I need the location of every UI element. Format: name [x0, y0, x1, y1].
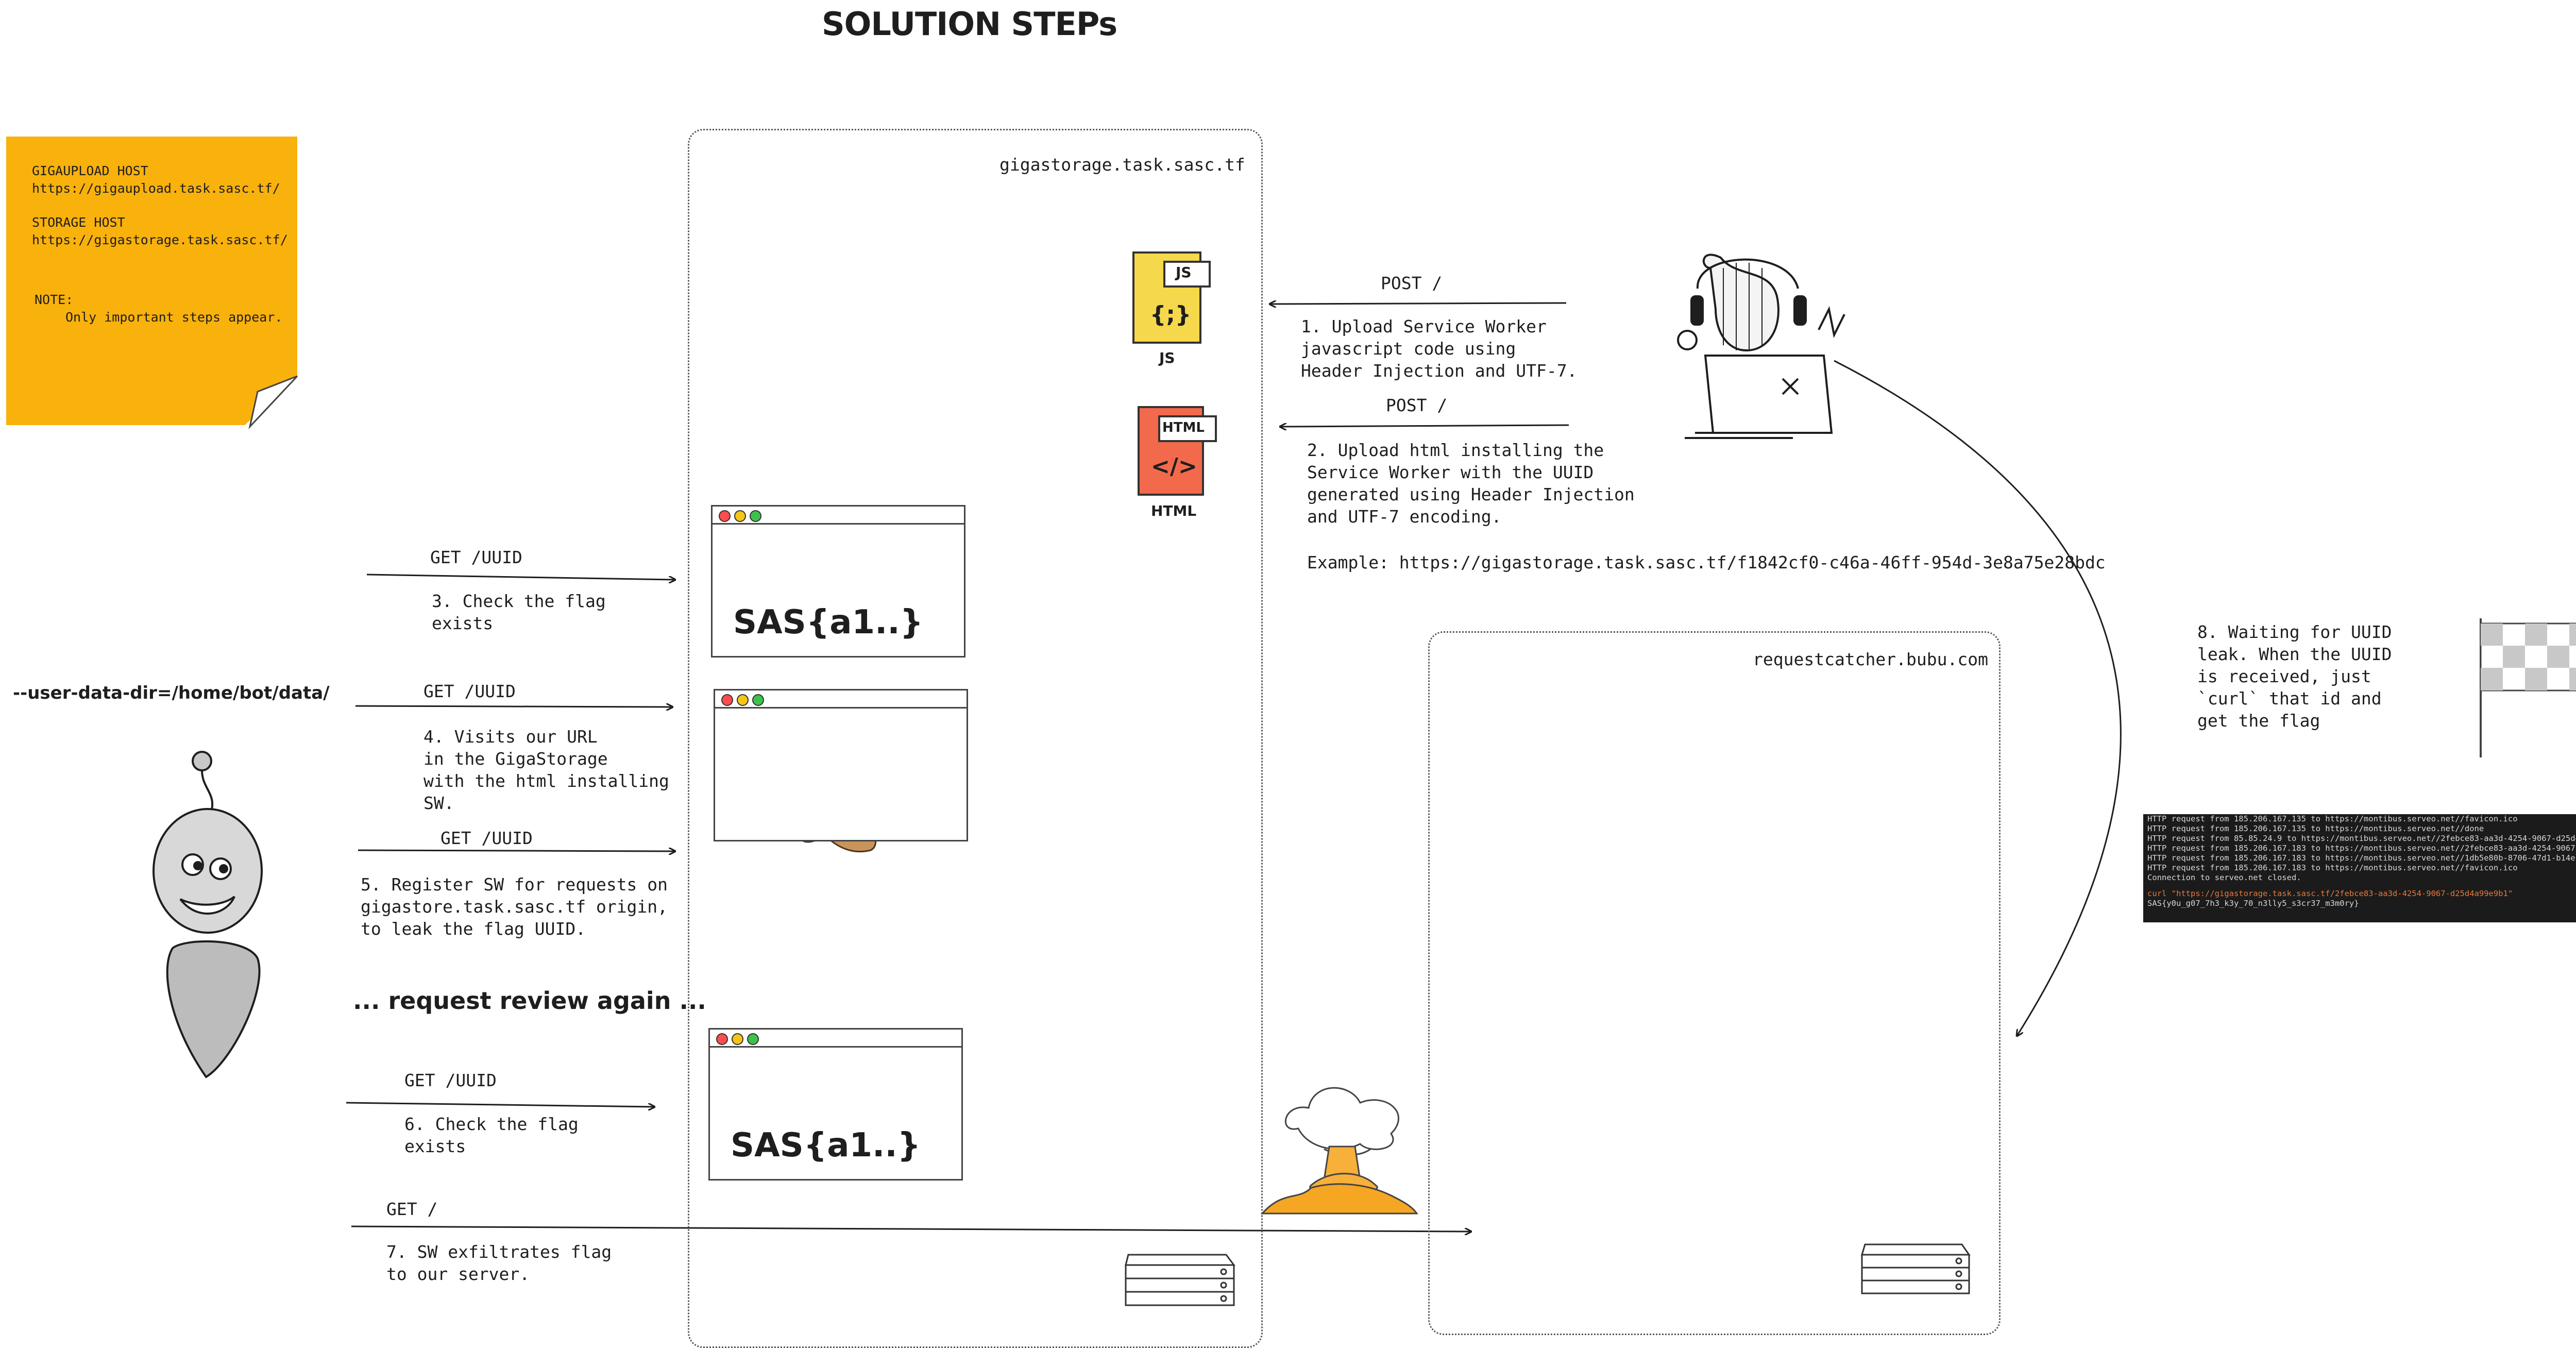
arrow-step5 — [358, 850, 675, 851]
arrow-step3 — [366, 574, 675, 580]
step2-method: POST / — [1386, 395, 1448, 415]
js-label: JS — [1159, 349, 1175, 366]
terminal-line: HTTP request from 185.206.167.183 to htt… — [2147, 844, 2576, 853]
flag-preview-1: SAS{a1..} — [733, 603, 924, 642]
note-label: NOTE: — [35, 292, 74, 307]
arrow-step6 — [346, 1102, 654, 1107]
html-file-icon — [1138, 406, 1217, 496]
explosion-icon — [1260, 1087, 1418, 1215]
step7-method: GET / — [386, 1199, 438, 1219]
step4-method: GET /UUID — [423, 681, 516, 701]
html-label: HTML — [1151, 502, 1197, 519]
js-file-icon — [1132, 251, 1211, 344]
arrow-leak — [1834, 360, 2122, 1036]
request-review-again: ... request review again ... — [353, 987, 706, 1015]
terminal-prompt: curl "https://gigastorage.task.sasc.tf/2… — [2147, 889, 2513, 898]
html-symbol: </> — [1151, 453, 1197, 480]
arrow-step2 — [1280, 425, 1569, 427]
step6-method: GET /UUID — [404, 1070, 497, 1090]
browser-window-flag-1: SAS{a1..} — [711, 505, 965, 658]
page-title: SOLUTION STEPs — [822, 5, 1117, 43]
upload-host-label: GIGAUPLOAD HOST — [32, 163, 148, 178]
gigastorage-server-icon — [1125, 1254, 1235, 1306]
terminal-flag: SAS{y0u_g07_7h3_k3y_70_n3lly5_s3cr37_m3m… — [2147, 899, 2359, 908]
finish-flag-icon — [2480, 618, 2576, 757]
arrow-step4 — [355, 706, 672, 707]
step7-text: 7. SW exfiltrates flag to our server. — [386, 1242, 612, 1284]
storage-host-label: STORAGE HOST — [32, 215, 125, 230]
sticky-note: GIGAUPLOAD HOST https://gigaupload.task.… — [6, 137, 297, 425]
gigastorage-box-label: gigastorage.task.sasc.tf — [999, 155, 1245, 175]
step8-text: 8. Waiting for UUID leak. When the UUID … — [2197, 622, 2392, 731]
storage-host-url: https://gigastorage.task.sasc.tf/ — [32, 232, 288, 247]
step1-text: 1. Upload Service Worker javascript code… — [1301, 316, 1578, 381]
requestcatcher-server-icon — [1860, 1243, 1971, 1294]
step3-method: GET /UUID — [430, 547, 522, 567]
step6-text: 6. Check the flag exists — [404, 1114, 579, 1156]
step2-example: Example: https://gigastorage.task.sasc.t… — [1307, 552, 2106, 572]
terminal-line: HTTP request from 185.206.167.183 to htt… — [2147, 863, 2518, 872]
note-text: Only important steps appear. — [65, 310, 283, 325]
step3-text: 3. Check the flag exists — [432, 591, 606, 633]
hacker-icon — [1677, 254, 1845, 439]
terminal-output: HTTP request from 185.206.167.135 to htt… — [2143, 814, 2576, 922]
bot-user-data-dir: --user-data-dir=/home/bot/data/ — [13, 683, 330, 703]
step5-method: GET /UUID — [440, 828, 533, 848]
terminal-line: HTTP request from 185.206.167.135 to htt… — [2147, 814, 2518, 823]
step5-text: 5. Register SW for requests on gigastore… — [361, 874, 668, 939]
terminal-line: Connection to serveo.net closed. — [2147, 873, 2301, 882]
browser-window-dog — [714, 689, 968, 841]
terminal-line: HTTP request from 185.206.167.135 to htt… — [2147, 824, 2484, 833]
js-symbol: {;} — [1150, 301, 1192, 328]
js-badge: JS — [1176, 264, 1192, 281]
html-badge: HTML — [1162, 420, 1205, 435]
terminal-line: HTTP request from 85.85.24.9 to https://… — [2147, 834, 2576, 843]
step1-method: POST / — [1381, 273, 1443, 293]
arrow-step1 — [1270, 303, 1567, 304]
browser-window-flag-2: SAS{a1..} — [708, 1028, 963, 1181]
note-fold-icon — [248, 375, 298, 430]
bot-character-icon — [152, 751, 263, 1079]
step2-text: 2. Upload html installing the Service Wo… — [1307, 440, 1635, 527]
requestcatcher-box — [1428, 631, 2001, 1335]
terminal-line: HTTP request from 185.206.167.183 to htt… — [2147, 853, 2576, 863]
flag-preview-2: SAS{a1..} — [731, 1126, 921, 1165]
step4-text: 4. Visits our URL in the GigaStorage wit… — [423, 727, 669, 813]
requestcatcher-box-label: requestcatcher.bubu.com — [1753, 649, 1988, 669]
arrow-step7 — [351, 1225, 1471, 1232]
upload-host-url: https://gigaupload.task.sasc.tf/ — [32, 181, 280, 196]
